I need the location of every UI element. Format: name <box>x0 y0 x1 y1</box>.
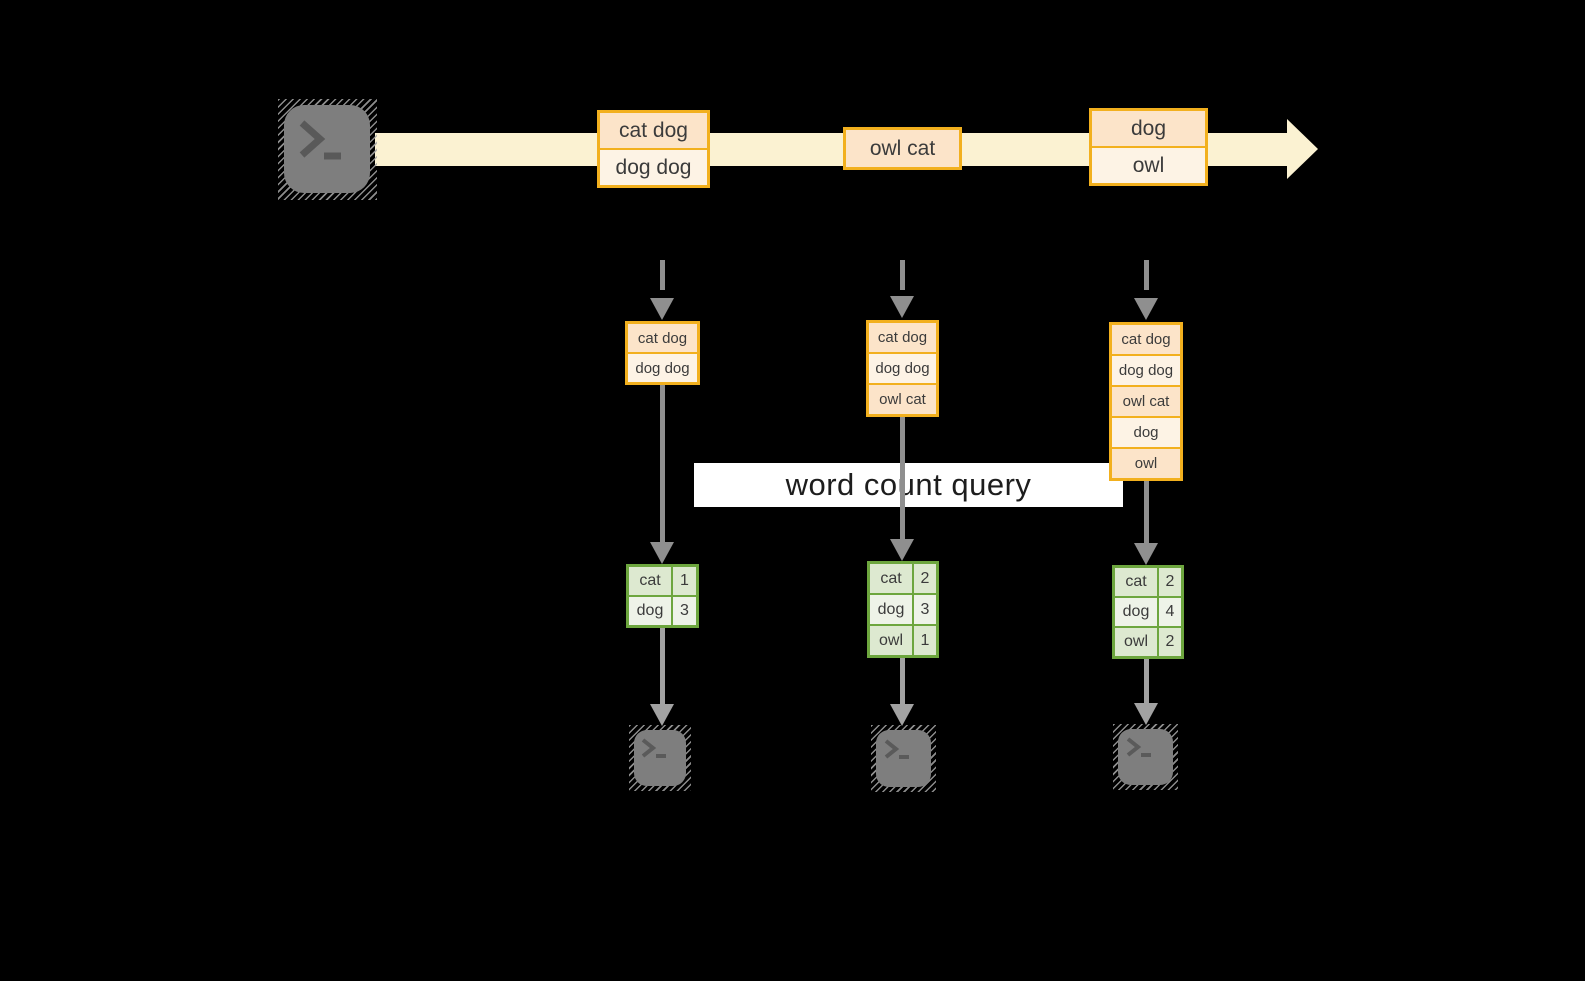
down-arrow-icon <box>650 298 674 320</box>
count-table-1: cat 1 dog 3 <box>626 564 699 628</box>
count-value: 2 <box>1157 568 1181 596</box>
stream-event-box-3: dog owl <box>1089 108 1208 186</box>
state-buffer-box-3: cat dog dog dog owl cat dog owl <box>1109 322 1183 481</box>
count-value: 3 <box>912 595 936 624</box>
count-table-2: cat 2 dog 3 owl 1 <box>867 561 939 658</box>
count-word: cat <box>1125 573 1147 590</box>
buffer-text: dog dog <box>869 352 936 383</box>
count-value: 2 <box>1157 628 1181 656</box>
event-text: dog dog <box>600 148 707 185</box>
stream-arrowhead-icon <box>1287 119 1318 179</box>
down-arrow-icon <box>890 539 914 561</box>
terminal-body <box>284 105 370 193</box>
sink-terminal-icon-2 <box>871 725 936 792</box>
sink-terminal-icon-3 <box>1113 724 1178 790</box>
event-text: cat dog <box>600 113 707 148</box>
count-word: dog <box>636 602 664 619</box>
count-value: 1 <box>912 626 936 655</box>
down-arrow-icon <box>890 704 914 726</box>
buffer-text: cat dog <box>869 323 936 352</box>
event-text: owl cat <box>846 130 959 167</box>
terminal-prompt-icon <box>884 739 909 759</box>
down-arrow-icon <box>650 704 674 726</box>
event-text: dog <box>1092 111 1205 146</box>
count-word: owl <box>1123 633 1148 650</box>
query-arrow-line <box>660 385 665 544</box>
down-arrow-icon <box>1134 543 1158 565</box>
stream-event-box-2: owl cat <box>843 127 962 170</box>
state-buffer-box-1: cat dog dog dog <box>625 321 700 385</box>
terminal-prompt-icon <box>641 738 666 758</box>
down-arrow-icon <box>1134 298 1158 320</box>
egress-arrow-line <box>660 628 665 706</box>
count-value: 1 <box>671 567 696 595</box>
buffer-text: cat dog <box>628 324 697 352</box>
count-word: cat <box>880 569 902 587</box>
egress-arrow-line <box>900 658 905 706</box>
buffer-text: owl cat <box>869 383 936 414</box>
query-banner: word count query <box>694 463 1123 507</box>
down-arrow-icon <box>650 542 674 564</box>
buffer-text: dog <box>1112 416 1180 447</box>
buffer-text: cat dog <box>1112 325 1180 354</box>
count-word: dog <box>877 600 905 618</box>
count-table-3: cat 2 dog 4 owl 2 <box>1112 565 1184 659</box>
buffer-text: owl cat <box>1112 385 1180 416</box>
event-text: owl <box>1092 146 1205 183</box>
source-terminal-icon <box>278 99 377 200</box>
sink-terminal-icon-1 <box>629 725 691 791</box>
buffer-text: dog dog <box>628 352 697 382</box>
ingress-arrow-dash <box>660 260 665 290</box>
count-value: 3 <box>671 597 696 625</box>
buffer-text: dog dog <box>1112 354 1180 385</box>
down-arrow-icon <box>890 296 914 318</box>
count-word: owl <box>878 631 903 649</box>
ingress-arrow-dash <box>1144 260 1149 290</box>
count-word: cat <box>639 572 661 589</box>
query-arrow-line <box>1144 481 1149 545</box>
count-value: 4 <box>1157 598 1181 626</box>
stream-event-box-1: cat dog dog dog <box>597 110 710 188</box>
state-buffer-box-2: cat dog dog dog owl cat <box>866 320 939 417</box>
query-banner-label: word count query <box>785 467 1032 502</box>
query-arrow-line <box>900 417 905 541</box>
down-arrow-icon <box>1134 703 1158 725</box>
ingress-arrow-dash <box>900 260 905 290</box>
count-word: dog <box>1122 603 1150 620</box>
terminal-prompt-icon <box>1126 737 1151 757</box>
buffer-text: owl <box>1112 447 1180 478</box>
count-value: 2 <box>912 564 936 593</box>
egress-arrow-line <box>1144 659 1149 705</box>
terminal-prompt-icon <box>299 120 341 160</box>
